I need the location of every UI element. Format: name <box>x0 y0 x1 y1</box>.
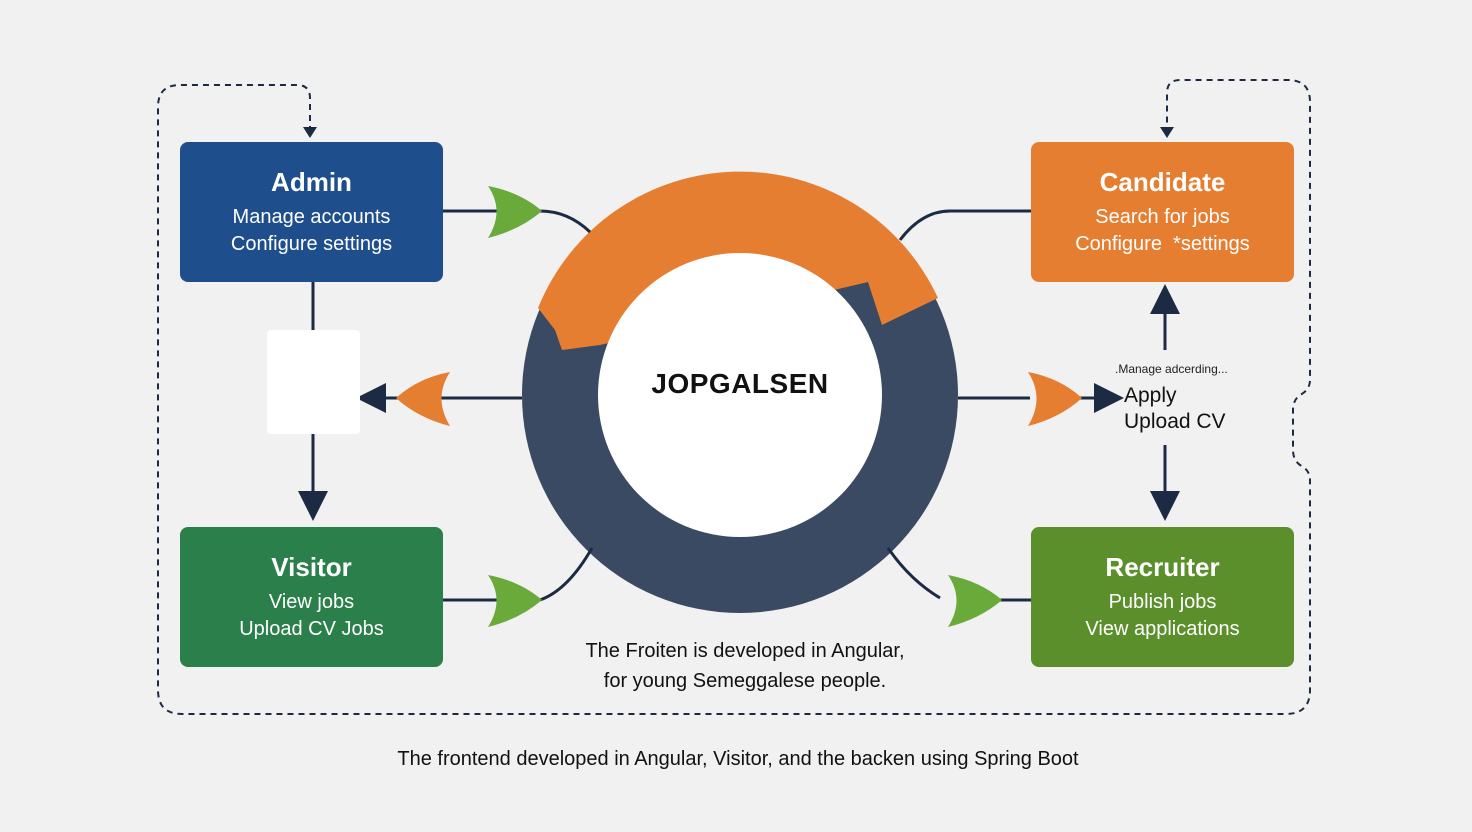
connector-ring-recruiter <box>886 547 1031 602</box>
chevron-arrow-recruiter <box>948 575 1002 627</box>
chevron-arrow-apply <box>1028 372 1082 426</box>
recruiter-title: Recruiter <box>1105 551 1220 582</box>
recruiter-box: Recruiter Publish jobs View applications <box>1031 527 1294 667</box>
connector-visitor-ring <box>443 547 594 602</box>
dashed-arrowhead-right <box>1160 127 1174 138</box>
visitor-line-1: View jobs <box>268 590 355 613</box>
recruiter-line-1: Publish jobs <box>1108 590 1217 613</box>
central-hub <box>598 253 882 537</box>
visitor-title: Visitor <box>271 551 352 582</box>
middle-caption-line-1: The Froiten is developed in Angular, <box>585 640 905 662</box>
chevron-arrow-admin <box>488 186 542 238</box>
side-note: .Manage adcerding... <box>1115 362 1228 376</box>
blank-placeholder-box <box>267 330 360 434</box>
side-actions: Apply Upload CV <box>1124 383 1284 435</box>
chevron-arrow-visitor <box>488 575 542 627</box>
side-action-apply: Apply <box>1124 384 1177 407</box>
chevron-arrow-blank <box>396 372 450 426</box>
visitor-line-2: Upload CV Jobs <box>239 617 384 640</box>
middle-caption-line-2: for young Semeggalese people. <box>603 670 887 692</box>
side-action-upload-cv: Upload CV <box>1124 410 1226 433</box>
candidate-box: Candidate Search for jobs Configure *set… <box>1031 142 1294 282</box>
admin-box: Admin Manage accounts Configure settings <box>180 142 443 282</box>
candidate-line-1: Search for jobs <box>1095 205 1230 228</box>
dashed-boundary <box>157 79 1311 715</box>
dashed-arrowhead-left <box>303 127 317 138</box>
admin-line-2: Configure settings <box>230 232 393 255</box>
connector-admin-ring <box>443 209 592 234</box>
center-title: JOPGALSEN <box>651 368 829 399</box>
bottom-caption: The frontend developed in Angular, Visit… <box>397 748 1079 770</box>
middle-caption: The Froiten is developed in Angular, for… <box>560 636 930 696</box>
candidate-title: Candidate <box>1099 166 1226 197</box>
admin-line-1: Manage accounts <box>232 205 391 228</box>
admin-title: Admin <box>271 166 352 197</box>
recruiter-line-2: View applications <box>1085 617 1240 640</box>
candidate-line-2: Configure *settings <box>1075 232 1250 255</box>
connector-ring-candidate <box>898 209 1031 241</box>
visitor-box: Visitor View jobs Upload CV Jobs <box>180 527 443 667</box>
